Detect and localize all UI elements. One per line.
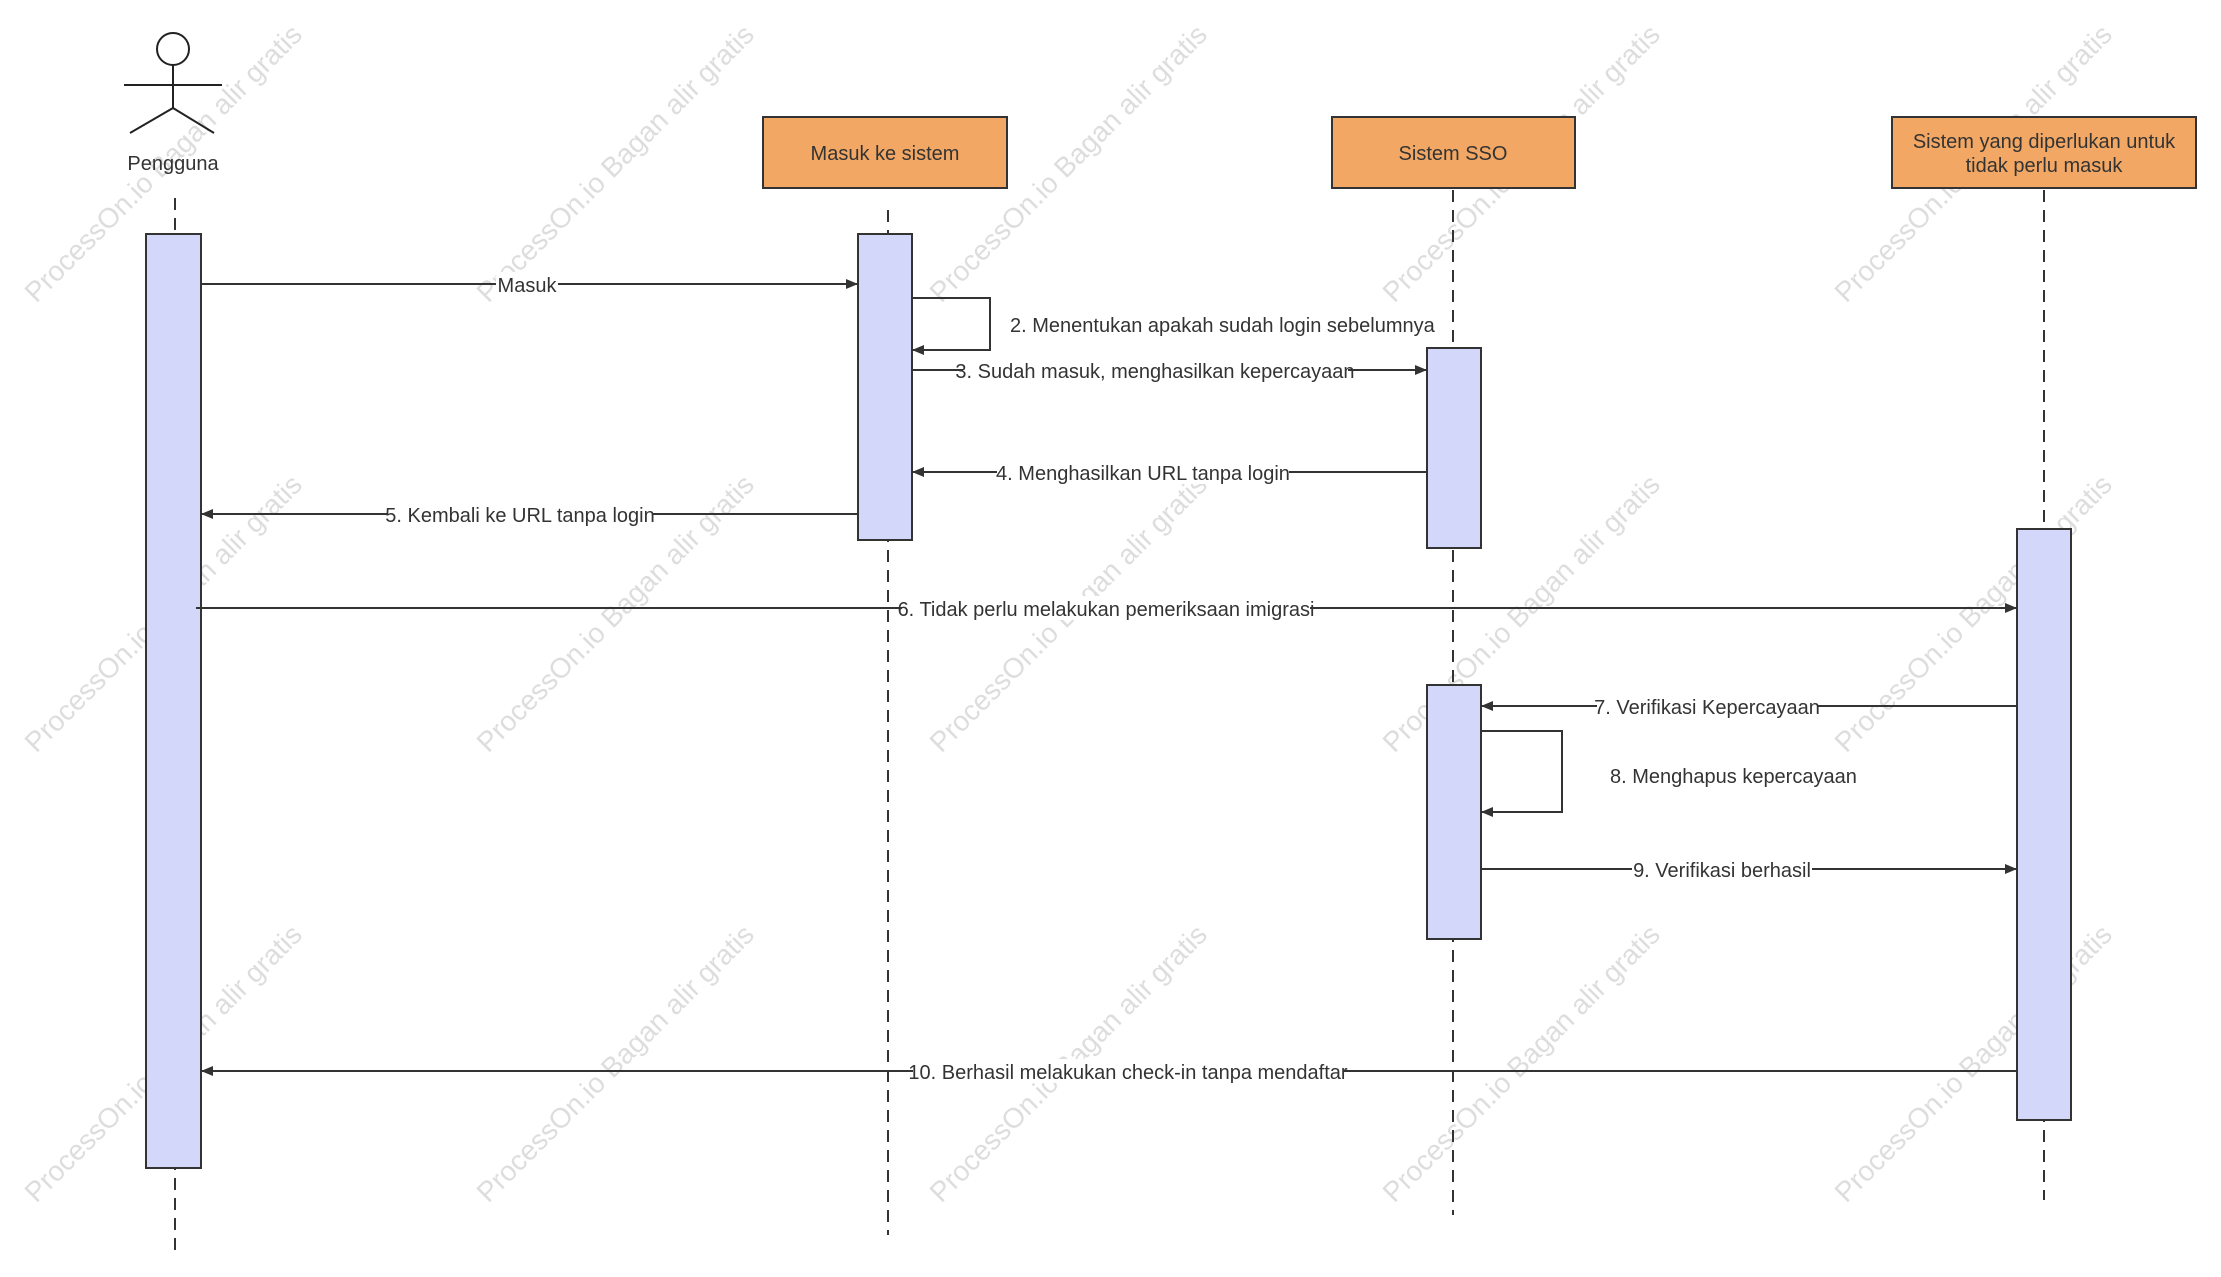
activation-sso-1 xyxy=(1426,347,1482,549)
message-10-label: 10. Berhasil melakukan check-in tanpa me… xyxy=(908,1062,1347,1084)
message-3: 3. Sudah masuk, menghasilkan kepercayaan xyxy=(912,358,1427,383)
person-icon xyxy=(124,32,222,134)
message-1-label: Masuk xyxy=(498,275,558,297)
message-6: 6. Tidak perlu melakukan pemeriksaan imi… xyxy=(196,596,2017,621)
participant-login: Masuk ke sistem xyxy=(762,116,1008,189)
message-5: 5. Kembali ke URL tanpa login xyxy=(201,502,858,527)
participant-target-label-line1: Sistem yang diperlukan untuk xyxy=(1913,131,2176,153)
watermark-text: ProcessOn.io Bagan alir gratis xyxy=(471,19,760,308)
actor-user: Pengguna xyxy=(124,32,222,175)
message-8-self: 8. Menghapus kepercayaan xyxy=(1481,730,1857,817)
watermark-text: ProcessOn.io Bagan alir gratis xyxy=(471,919,760,1208)
participant-sso: Sistem SSO xyxy=(1331,116,1576,189)
participant-login-label: Masuk ke sistem xyxy=(811,143,960,165)
message-4-label: 4. Menghasilkan URL tanpa login xyxy=(996,463,1290,485)
message-4: 4. Menghasilkan URL tanpa login xyxy=(912,460,1427,485)
activation-target xyxy=(2016,528,2072,1121)
participant-user-label: Pengguna xyxy=(127,153,219,175)
message-7-label: 7. Verifikasi Kepercayaan xyxy=(1594,697,1820,719)
activation-user xyxy=(145,233,202,1169)
watermark-text: ProcessOn.io Bagan alir gratis xyxy=(1829,469,2118,758)
message-7: 7. Verifikasi Kepercayaan xyxy=(1481,694,2017,719)
message-2-label: 2. Menentukan apakah sudah login sebelum… xyxy=(1010,315,1436,337)
message-5-label: 5. Kembali ke URL tanpa login xyxy=(385,505,654,527)
message-3-label: 3. Sudah masuk, menghasilkan kepercayaan xyxy=(955,361,1354,383)
message-9: 9. Verifikasi berhasil xyxy=(1481,857,2017,882)
participant-target: Sistem yang diperlukan untuk tidak perlu… xyxy=(1891,116,2197,189)
participant-sso-label: Sistem SSO xyxy=(1399,143,1508,165)
message-6-label: 6. Tidak perlu melakukan pemeriksaan imi… xyxy=(898,599,1315,621)
message-8-label: 8. Menghapus kepercayaan xyxy=(1610,766,1857,788)
watermark-text: ProcessOn.io Bagan alir gratis xyxy=(1377,919,1666,1208)
participant-target-label-line2: tidak perlu masuk xyxy=(1966,155,2124,177)
watermark-text: ProcessOn.io Bagan alir gratis xyxy=(1829,919,2118,1208)
message-9-label: 9. Verifikasi berhasil xyxy=(1633,860,1811,882)
message-10: 10. Berhasil melakukan check-in tanpa me… xyxy=(201,1059,2017,1084)
message-1: Masuk xyxy=(201,272,858,297)
activation-sso-2 xyxy=(1426,684,1482,940)
activation-login xyxy=(857,233,913,541)
message-2-self: 2. Menentukan apakah sudah login sebelum… xyxy=(912,297,1436,355)
